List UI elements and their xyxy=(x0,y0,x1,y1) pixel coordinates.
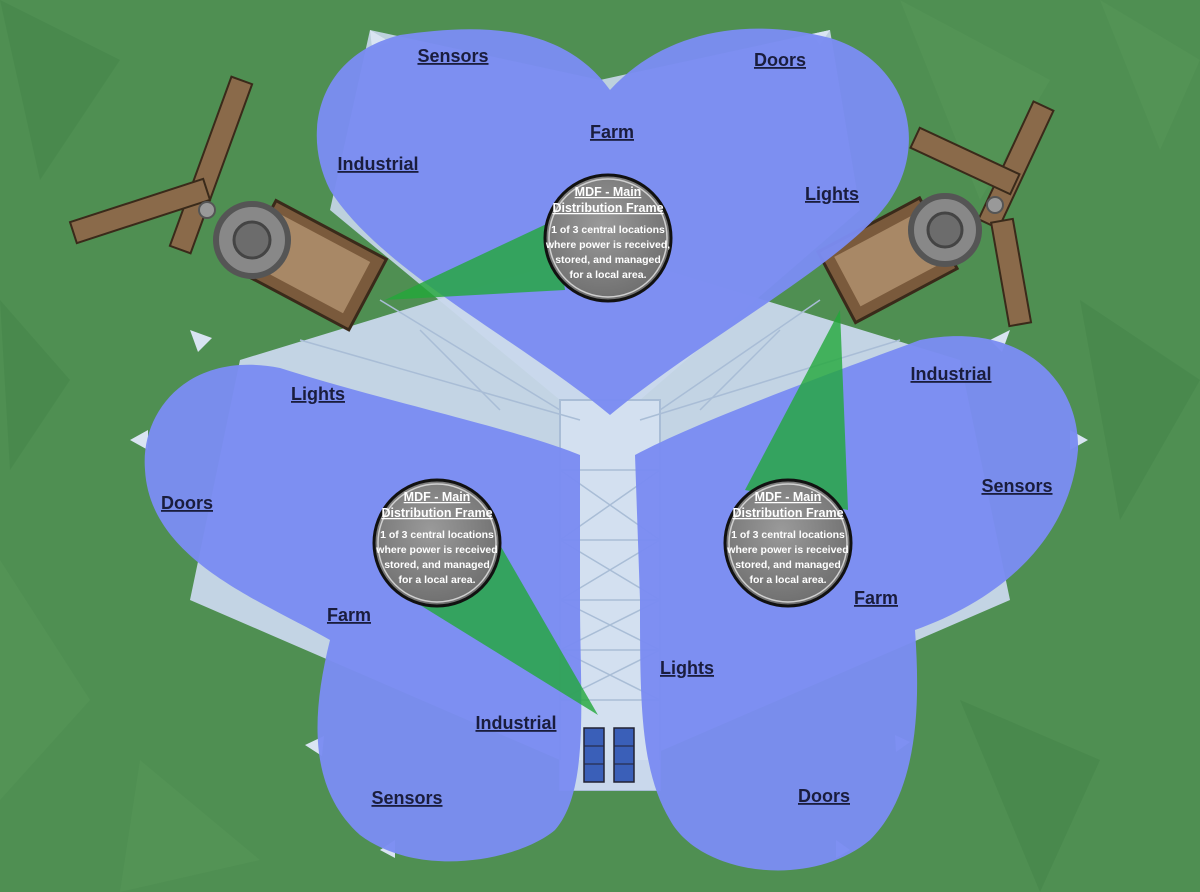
label-doors: Doors xyxy=(161,493,213,513)
mdf-title-line1: MDF - Main xyxy=(575,185,642,199)
label-farm: Farm xyxy=(327,605,371,625)
mdf-circle xyxy=(372,478,502,608)
mdf-desc-line1: 1 of 3 central locations xyxy=(551,224,665,236)
mdf-title-line2: Distribution Frame xyxy=(732,506,843,520)
label-sensors: Sensors xyxy=(417,46,488,66)
zone-labels-right: Industrial Sensors Farm Lights Doors xyxy=(660,364,1053,806)
label-sensors: Sensors xyxy=(981,476,1052,496)
label-lights: Lights xyxy=(291,384,345,404)
mdf-title-line1: MDF - Main xyxy=(404,490,471,504)
label-industrial: Industrial xyxy=(910,364,991,384)
mdf-node-right: MDF - Main Distribution Frame 1 of 3 cen… xyxy=(723,478,853,608)
label-farm: Farm xyxy=(590,122,634,142)
solar-panels xyxy=(583,727,635,783)
mdf-desc-line1: 1 of 3 central locations xyxy=(731,529,845,541)
mdf-desc-line3: stored, and managed xyxy=(384,559,490,571)
label-sensors: Sensors xyxy=(371,788,442,808)
zone-lobe-right xyxy=(635,336,1079,871)
mdf-node-left: MDF - Main Distribution Frame 1 of 3 cen… xyxy=(372,478,502,608)
label-lights: Lights xyxy=(805,184,859,204)
mdf-beam-right xyxy=(745,310,848,510)
mdf-node-top: MDF - Main Distribution Frame 1 of 3 cen… xyxy=(543,173,673,303)
windmill-left xyxy=(68,75,389,332)
mdf-desc-line4: for a local area. xyxy=(749,574,826,586)
mdf-title-line2: Distribution Frame xyxy=(552,201,663,215)
label-farm: Farm xyxy=(854,588,898,608)
mdf-beam-top xyxy=(385,220,565,300)
label-doors: Doors xyxy=(754,50,806,70)
label-doors: Doors xyxy=(798,786,850,806)
windmill-right xyxy=(815,100,1055,328)
mdf-desc-line4: for a local area. xyxy=(398,574,475,586)
mdf-desc-line4: for a local area. xyxy=(569,269,646,281)
zone-lobe-left xyxy=(144,364,582,862)
label-industrial: Industrial xyxy=(475,713,556,733)
mdf-desc-line2: where power is received, xyxy=(545,239,670,251)
mdf-title-line1: MDF - Main xyxy=(755,490,822,504)
mdf-circle xyxy=(723,478,853,608)
mdf-desc-line3: stored, and managed xyxy=(735,559,841,571)
label-industrial: Industrial xyxy=(337,154,418,174)
mdf-desc-line2: where power is received xyxy=(375,544,497,556)
zone-labels-top: Sensors Doors Farm Industrial Lights xyxy=(337,46,859,204)
label-lights: Lights xyxy=(660,658,714,678)
mdf-title-line2: Distribution Frame xyxy=(381,506,492,520)
mdf-desc-line1: 1 of 3 central locations xyxy=(380,529,494,541)
mdf-circle xyxy=(543,173,673,303)
mdf-desc-line3: stored, and managed xyxy=(555,254,661,266)
mdf-desc-line2: where power is received xyxy=(726,544,848,556)
zone-labels-left: Lights Doors Farm Industrial Sensors xyxy=(161,384,557,808)
